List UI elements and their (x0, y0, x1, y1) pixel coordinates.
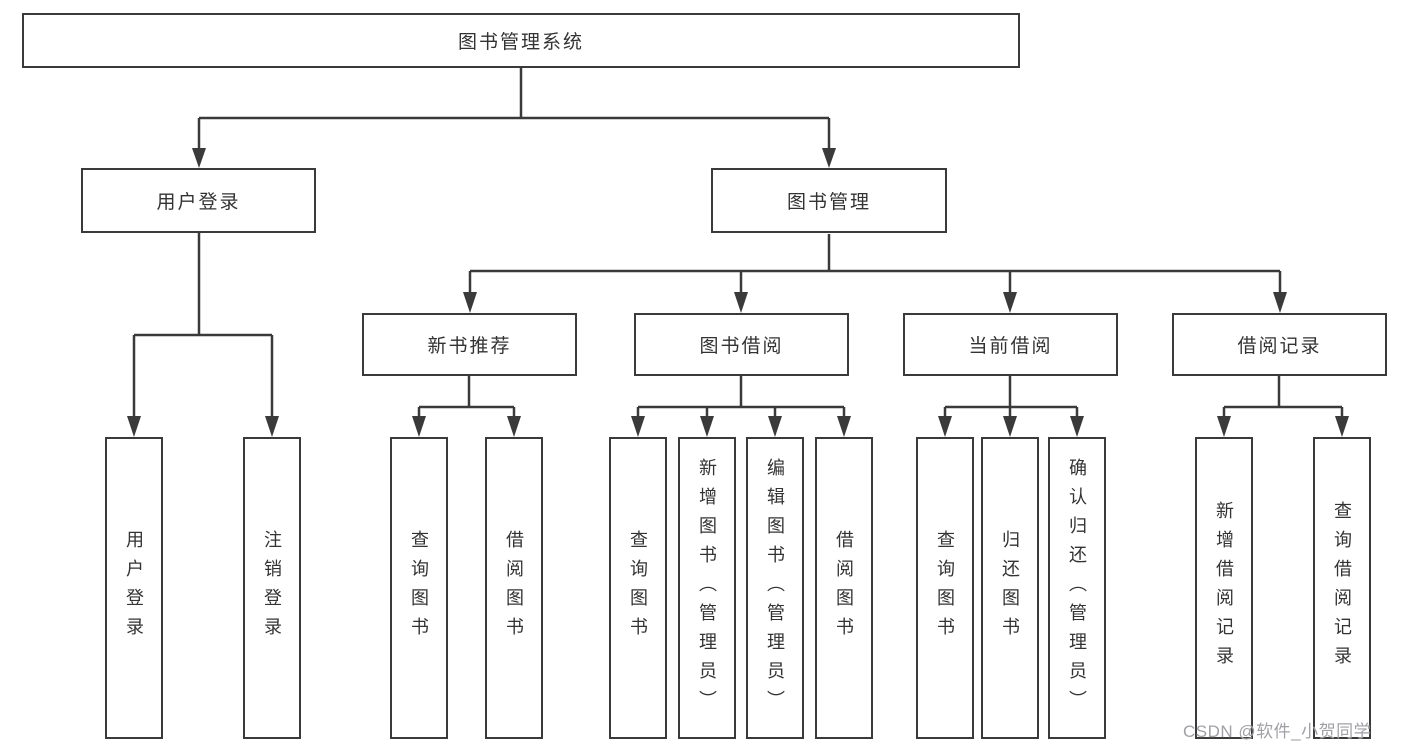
leaf-label: 确认归还（管理员） (1067, 457, 1087, 719)
node-borrow-records: 借阅记录 (1172, 313, 1387, 376)
leaf-label: 归还图书 (1000, 530, 1020, 646)
node-label: 新书推荐 (427, 336, 512, 357)
node-label: 图书借阅 (699, 336, 784, 357)
leaf-return-books: 归还图书 (981, 437, 1039, 739)
leaf-label: 查询图书 (935, 530, 955, 646)
leaf-borrow-books-recommend: 借阅图书 (485, 437, 543, 739)
leaf-add-borrow-record: 新增借阅记录 (1195, 437, 1253, 739)
leaf-user-login: 用户登录 (105, 437, 163, 739)
node-new-book-recommendation: 新书推荐 (362, 313, 577, 376)
node-label: 借阅记录 (1237, 336, 1322, 357)
leaf-add-books-admin: 新增图书（管理员） (678, 437, 736, 739)
leaf-label: 新增借阅记录 (1214, 501, 1234, 675)
node-library-management-system: 图书管理系统 (22, 13, 1020, 68)
leaf-label: 编辑图书（管理员） (765, 457, 785, 719)
node-label: 当前借阅 (968, 336, 1053, 357)
leaf-query-borrow-record: 查询借阅记录 (1313, 437, 1371, 739)
leaf-edit-books-admin: 编辑图书（管理员） (746, 437, 804, 739)
leaf-label: 借阅图书 (504, 530, 524, 646)
node-label: 图书管理 (786, 192, 871, 213)
leaf-query-books-current: 查询图书 (916, 437, 974, 739)
watermark: CSDN @软件_小贺同学 (1183, 722, 1372, 741)
node-book-management: 图书管理 (711, 168, 947, 233)
leaf-label: 查询借阅记录 (1332, 501, 1352, 675)
leaf-label: 新增图书（管理员） (697, 457, 717, 719)
node-label: 图书管理系统 (457, 32, 584, 53)
leaf-label: 查询图书 (409, 530, 429, 646)
leaf-label: 用户登录 (124, 530, 144, 646)
leaf-borrow-books: 借阅图书 (815, 437, 873, 739)
node-current-borrowing: 当前借阅 (903, 313, 1118, 376)
leaf-logout: 注销登录 (243, 437, 301, 739)
node-user-login: 用户登录 (81, 168, 316, 233)
node-book-borrowing: 图书借阅 (634, 313, 849, 376)
leaf-query-books-borrowing: 查询图书 (609, 437, 667, 739)
leaf-confirm-return-admin: 确认归还（管理员） (1048, 437, 1106, 739)
leaf-label: 查询图书 (628, 530, 648, 646)
leaf-label: 注销登录 (262, 530, 282, 646)
leaf-label: 借阅图书 (834, 530, 854, 646)
leaf-query-books-recommend: 查询图书 (390, 437, 448, 739)
node-label: 用户登录 (156, 192, 241, 213)
